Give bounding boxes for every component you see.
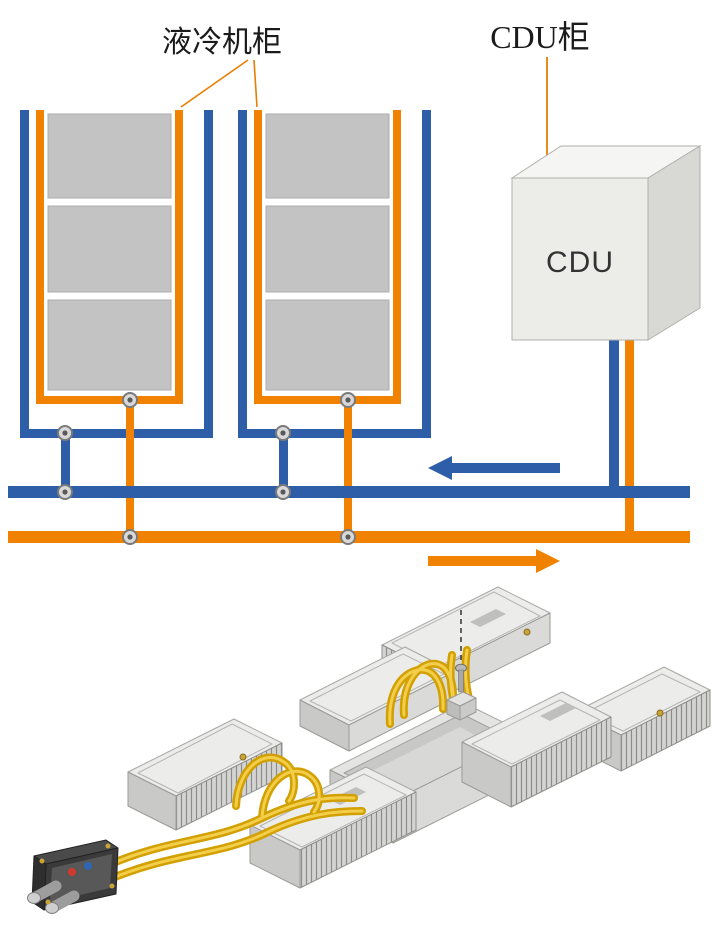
- blue-drop-pipe: [61, 438, 70, 490]
- orange-pipe-left: [254, 110, 262, 404]
- coupler-icon: [275, 425, 291, 441]
- cdu-blue-riser: [609, 338, 619, 490]
- cdu-orange-riser: [625, 338, 634, 538]
- orange-pipe-right: [393, 110, 401, 404]
- port-opening: [27, 892, 41, 904]
- orange-pipe-right: [175, 110, 183, 404]
- blue-pipe-bottom: [238, 429, 431, 438]
- rack-unit: [47, 113, 172, 199]
- blue-drop-pipe: [279, 438, 288, 490]
- blue-pipe-bottom: [20, 429, 213, 438]
- coupler-icon: [340, 529, 356, 545]
- screw-shaft: [458, 669, 464, 693]
- rack-unit: [265, 299, 390, 391]
- quick-connector: [27, 839, 119, 914]
- hose-highlight: [104, 796, 356, 868]
- cdu-box-label: CDU: [546, 246, 614, 279]
- hot-port-indicator: [68, 868, 76, 876]
- cdu-risers: [609, 338, 634, 538]
- screw-icon: [45, 899, 51, 905]
- rack-units: [47, 113, 172, 391]
- cooling-cabinet-1: [20, 110, 213, 537]
- screw-icon: [39, 858, 45, 864]
- coupler-icon: [122, 392, 138, 408]
- rack-unit: [265, 113, 390, 199]
- cold-port-indicator: [84, 862, 92, 870]
- module-vent-slot: [470, 609, 506, 627]
- cooling-cabinet-2: [238, 110, 431, 537]
- hose-highlight: [108, 809, 364, 881]
- leader-line-cabinet-1: [180, 59, 249, 108]
- screw-icon: [105, 843, 111, 849]
- blue-pipe-left: [238, 110, 247, 438]
- coupler-icon: [340, 392, 356, 408]
- module-top-inset: [137, 723, 273, 794]
- rack-units: [265, 113, 390, 391]
- screw-icon: [239, 753, 247, 761]
- cdu-cabinet-label: CDU柜: [490, 19, 590, 55]
- cabinet-leader-lines: [180, 59, 258, 108]
- blue-pipe-right: [422, 110, 431, 438]
- screw-assembly-guide: [446, 610, 477, 721]
- orange-pipe-bottom: [254, 396, 401, 404]
- rack-unit: [47, 299, 172, 391]
- hose-highlight: [234, 756, 296, 808]
- cdu-box-front-face: [511, 177, 649, 341]
- main-return-pipe: [8, 486, 690, 498]
- module-end-face: [461, 741, 512, 808]
- cdu-box: CDU: [510, 145, 702, 341]
- module-end-face: [299, 699, 350, 752]
- coupler-icon: [275, 484, 291, 500]
- coupler-icon: [57, 484, 73, 500]
- blue-flow-arrow-left: [428, 456, 560, 480]
- module-vent-slot: [540, 703, 576, 721]
- orange-pipe-left: [36, 110, 44, 404]
- cold-plate-assembly: [27, 586, 711, 914]
- orange-pipe-bottom: [36, 396, 183, 404]
- orange-drop-pipe: [344, 404, 352, 537]
- module-end-face: [127, 771, 177, 831]
- orange-flow-arrow-right: [428, 549, 560, 573]
- leader-line-cabinet-2: [253, 59, 258, 108]
- orange-drop-pipe: [126, 404, 134, 537]
- blue-pipe-left: [20, 110, 29, 438]
- screw-icon: [109, 883, 115, 889]
- module-end-face: [249, 824, 301, 889]
- coupler-icon: [122, 529, 138, 545]
- module-right-front: [461, 691, 612, 808]
- module-top-inset: [259, 773, 407, 848]
- connector-faceplate: [50, 854, 112, 902]
- coupler-icon: [57, 425, 73, 441]
- screw-boss: [446, 691, 477, 721]
- cooling-cabinet-label: 液冷机柜: [162, 26, 282, 59]
- module-top-inset: [471, 699, 601, 765]
- boss-side: [446, 699, 461, 721]
- screw-icon: [523, 628, 531, 636]
- rack-unit: [47, 205, 172, 293]
- cdu-box-side-face: [647, 145, 701, 341]
- cdu-leader: [542, 57, 552, 168]
- piping-schematic: 液冷机柜 CDU柜: [8, 19, 702, 573]
- rack-unit: [265, 205, 390, 293]
- port-opening: [45, 902, 59, 914]
- blue-pipe-right: [204, 110, 213, 438]
- screw-icon: [656, 709, 664, 717]
- flow-arrows: [428, 456, 560, 573]
- module-bottom-center: [249, 766, 417, 889]
- hose-highlight: [260, 769, 321, 820]
